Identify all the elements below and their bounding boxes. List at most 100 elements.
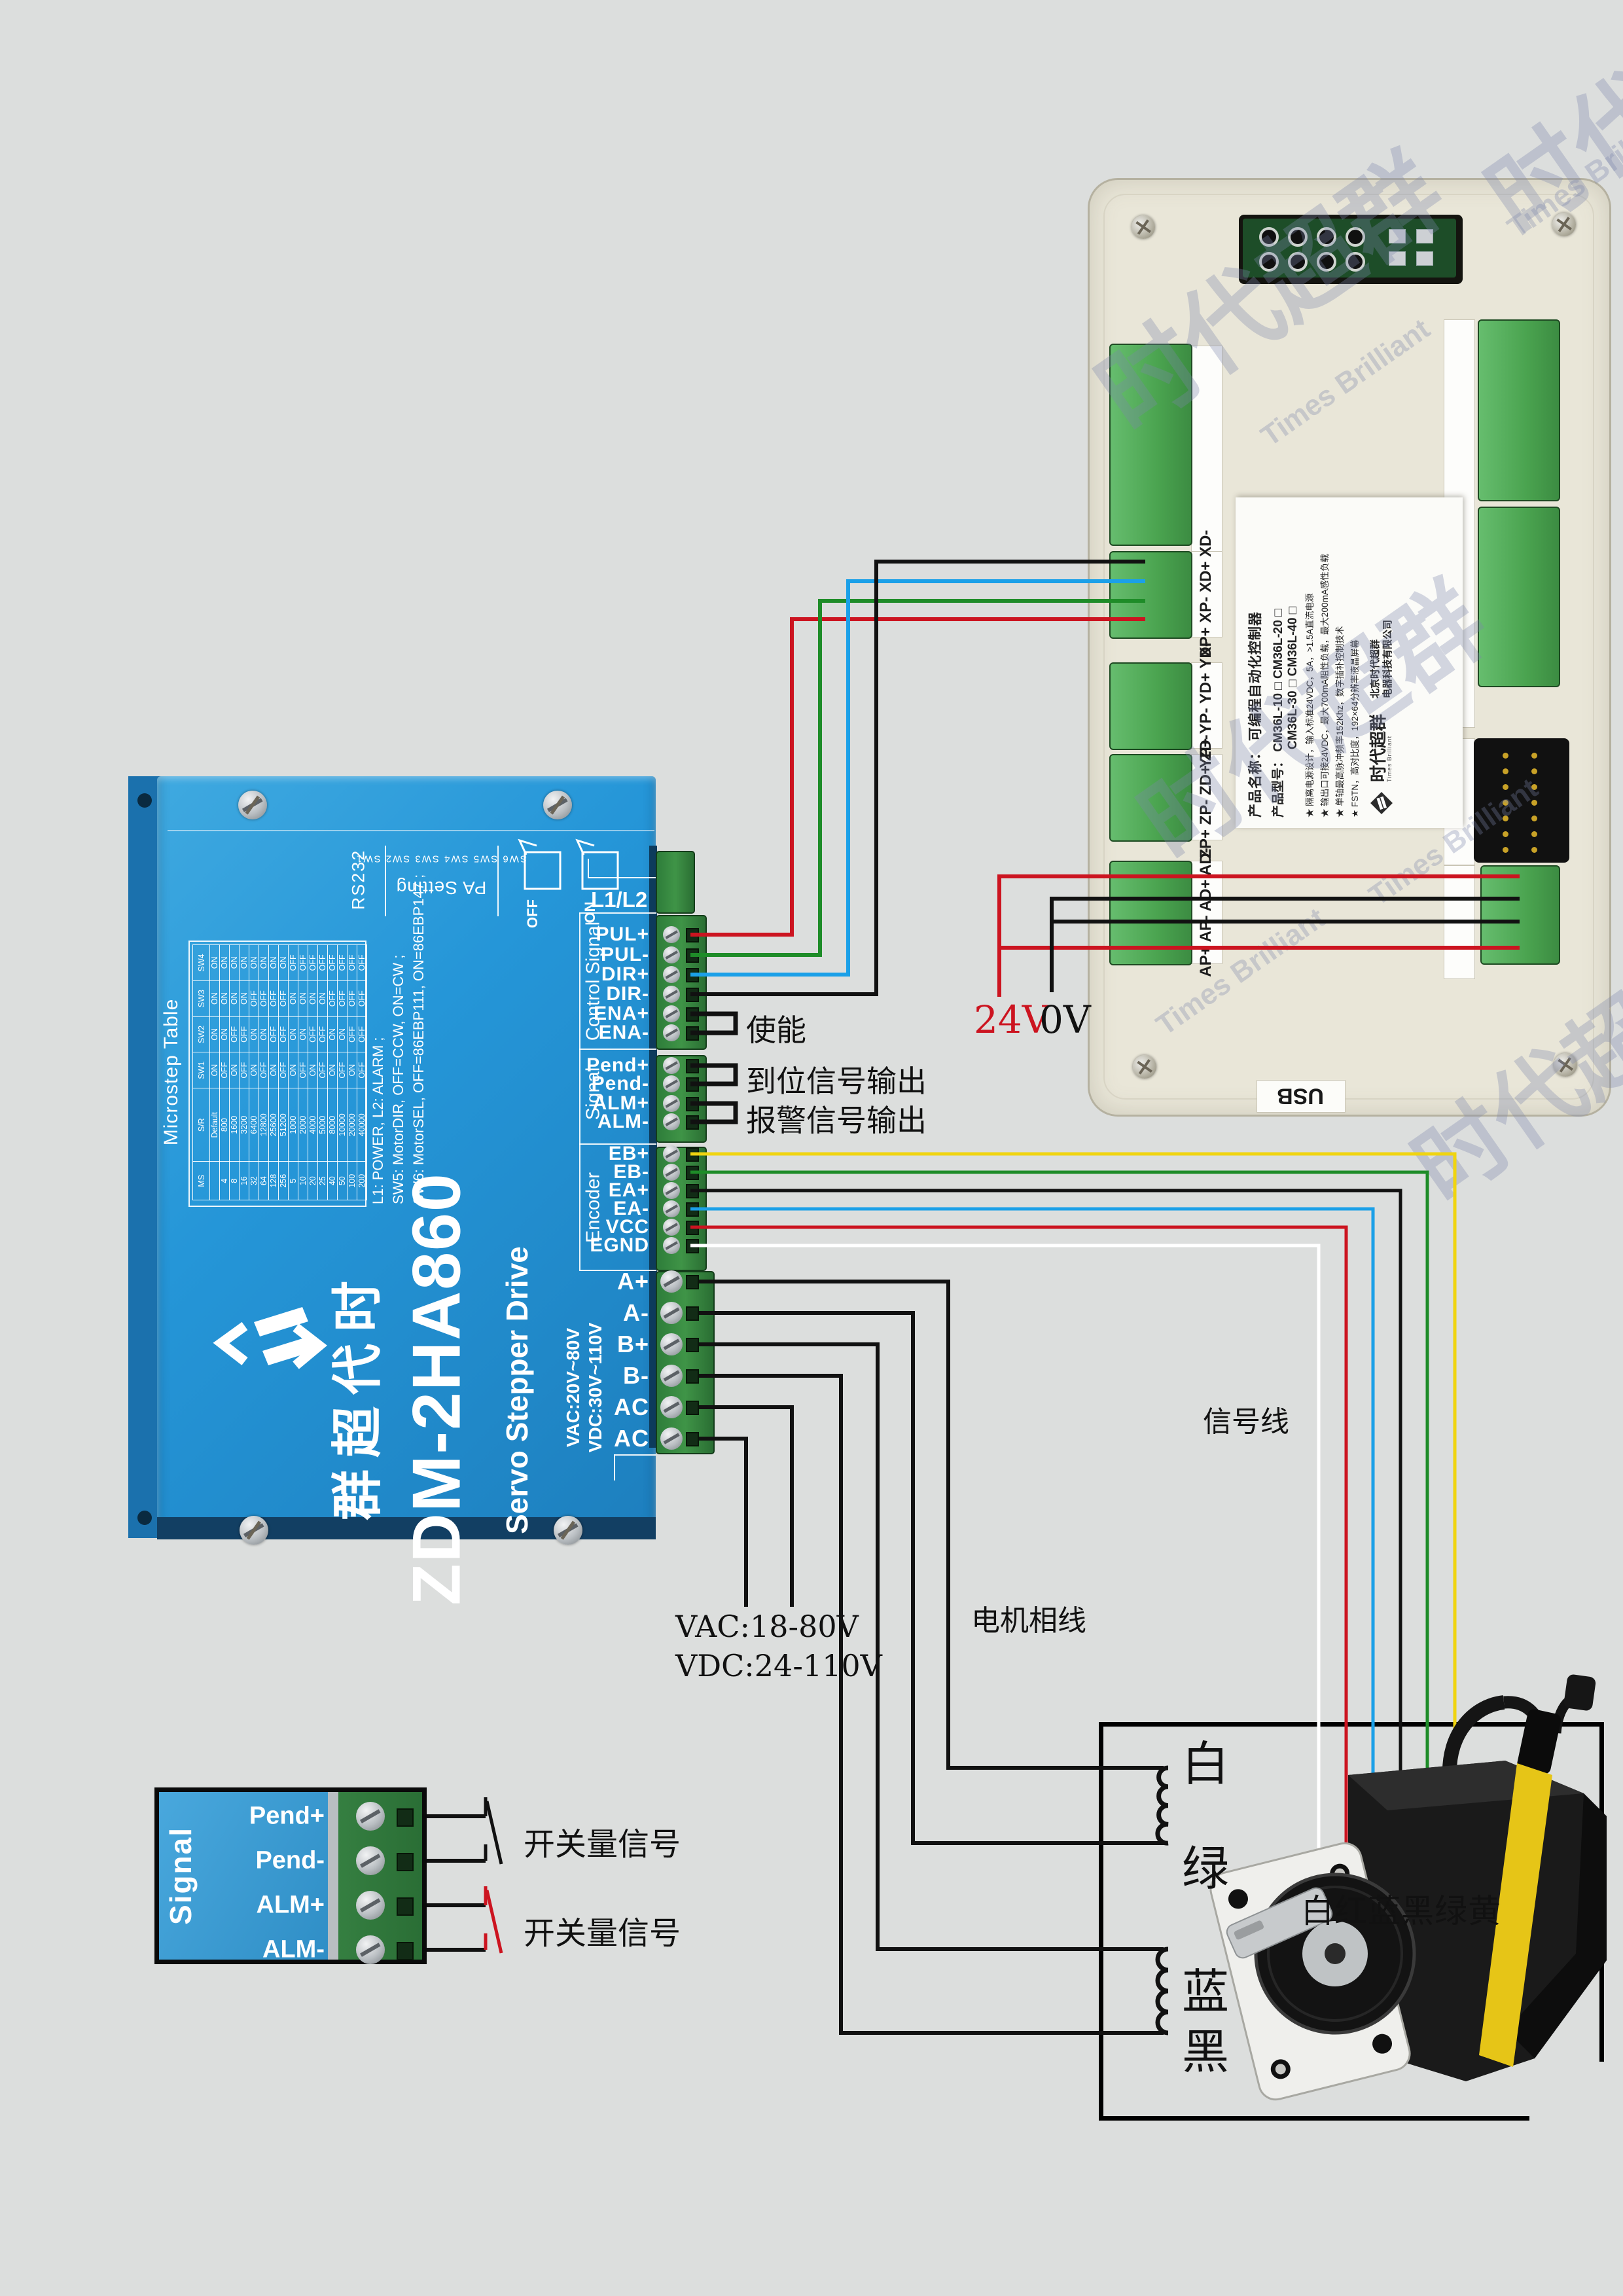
inset-screw — [356, 1846, 385, 1875]
expansion-pin — [1531, 816, 1537, 821]
expansion-pin — [1503, 784, 1508, 790]
label-vac-ext: VAC:18-80V — [675, 1609, 859, 1644]
label-motor-phase: 电机相线 — [971, 1605, 1086, 1637]
expansion-pin — [1503, 768, 1508, 774]
drive-pin-label: PUL- — [601, 944, 649, 965]
divider — [497, 846, 499, 916]
divider — [579, 1049, 656, 1050]
drive-terminal-slot — [686, 1369, 699, 1384]
divider — [579, 912, 656, 914]
pcb-pad — [1416, 229, 1433, 243]
terminal-block — [1478, 507, 1560, 687]
coil-label-white: 白 — [1182, 1736, 1230, 1791]
drive-terminal-screw — [663, 1075, 680, 1092]
expansion-pin — [1531, 831, 1537, 837]
expansion-pin — [1531, 753, 1537, 759]
divider — [614, 1454, 656, 1456]
motor-coil-b — [1155, 1946, 1169, 2036]
expansion-pin — [1531, 847, 1537, 853]
drive-terminal-screw — [663, 986, 680, 1003]
drive-body — [157, 776, 656, 1538]
drive-pin-label: EA+ — [608, 1179, 649, 1201]
controller-sticker: 产品名称： 可编程自动化控制器 产品型号： CM36L-10 □ CM36L-2… — [1236, 497, 1463, 828]
terminal-block — [1109, 662, 1192, 750]
drive-logo-icon — [213, 1307, 327, 1369]
drive-terminal-screw — [660, 1270, 683, 1293]
divider — [614, 1454, 615, 1480]
label-0v: 0V — [1039, 997, 1091, 1042]
inset-screw — [356, 1802, 385, 1831]
label-24v: 24V — [974, 997, 1050, 1042]
controller-screw — [1552, 213, 1576, 236]
label-switch-signal-2: 开关量信号 — [524, 1916, 681, 1951]
drive-mounting-flange — [128, 776, 161, 1538]
inset-slot — [397, 1942, 414, 1960]
strip-output — [1191, 346, 1222, 573]
divider — [385, 846, 386, 916]
controller-inner-panel — [1103, 194, 1594, 1100]
drive-terminal-screw — [663, 1182, 680, 1199]
switch-symbol-alm — [427, 1886, 503, 1954]
drive-terminal-slot — [686, 1401, 699, 1415]
pcb-hole — [1259, 227, 1279, 247]
wire-pul-minus — [690, 599, 1145, 957]
terminal-block — [1478, 319, 1560, 501]
expansion-pin — [1503, 753, 1508, 759]
inset-slot — [397, 1897, 414, 1916]
drive-top-seam — [168, 830, 654, 831]
inset-pin-label: ALM+ — [256, 1891, 325, 1919]
drive-terminal-block — [656, 1271, 715, 1454]
drive-terminal-screw — [663, 1145, 680, 1162]
drive-screw — [238, 791, 267, 819]
wire-a-minus — [699, 1311, 1164, 1845]
wire-egnd — [690, 1244, 1321, 1856]
inset-blue-panel — [159, 1792, 328, 1960]
drive-terminal-screw — [660, 1396, 683, 1418]
drive-terminal-screw — [663, 1024, 680, 1041]
drive-terminal-slot — [686, 1306, 699, 1321]
coil-label-green: 绿 — [1182, 1841, 1230, 1896]
alarm-bracket — [690, 1101, 738, 1124]
terminal-block — [1109, 344, 1192, 546]
drive-terminal-screw — [663, 1200, 680, 1217]
divider — [579, 1143, 656, 1145]
drive-terminal-screw — [663, 1113, 680, 1130]
drive-pin-label: VCC — [605, 1216, 649, 1238]
wire-eb-minus — [690, 1170, 1429, 1856]
wires — [690, 560, 1520, 2035]
drive-terminal-recess — [649, 846, 657, 1448]
inset-slot — [397, 1853, 414, 1871]
drive-pin-label: ALM- — [597, 1111, 649, 1132]
stepper-motor — [1209, 1674, 1623, 2160]
drive-pin-label: A+ — [616, 1268, 649, 1295]
drive-pin-label: B- — [623, 1362, 649, 1389]
label-vdc-ext: VDC:24-110V — [675, 1648, 882, 1683]
drive-pin-label: EA- — [613, 1198, 649, 1219]
wire-pul-plus — [690, 617, 1145, 937]
wire-dir-minus — [690, 560, 1145, 996]
divider — [588, 859, 589, 878]
drive-pin-label: ENA- — [598, 1022, 649, 1043]
inset-edge — [328, 1792, 338, 1960]
wire-ea-minus — [690, 1207, 1375, 1856]
l1l2-label: L1/L2 — [591, 888, 648, 912]
in-position-bracket — [690, 1063, 738, 1086]
expansion-pin — [1531, 800, 1537, 806]
drive-pin-label: EB+ — [608, 1143, 649, 1164]
inset-pin-label: Pend+ — [249, 1802, 325, 1830]
drive-terminal-screw — [660, 1365, 683, 1387]
strip-zp — [1191, 754, 1222, 840]
expansion-pin — [1531, 768, 1537, 774]
drive-screw — [240, 1516, 268, 1545]
label-wire-colors: 白红蓝黑绿黄 — [1301, 1892, 1501, 1930]
drive-terminal-slot — [686, 1338, 699, 1352]
drive-pin-label: AC — [614, 1425, 649, 1452]
wire-a-plus — [699, 1280, 1164, 1770]
drive-terminal-screw — [660, 1302, 683, 1324]
wire-ac-2 — [699, 1437, 748, 1607]
coil-label-blue: 蓝 — [1182, 1964, 1230, 2019]
controller-screw — [1133, 1055, 1156, 1079]
wire-eb-plus — [690, 1152, 1457, 1856]
divider — [579, 913, 580, 1270]
